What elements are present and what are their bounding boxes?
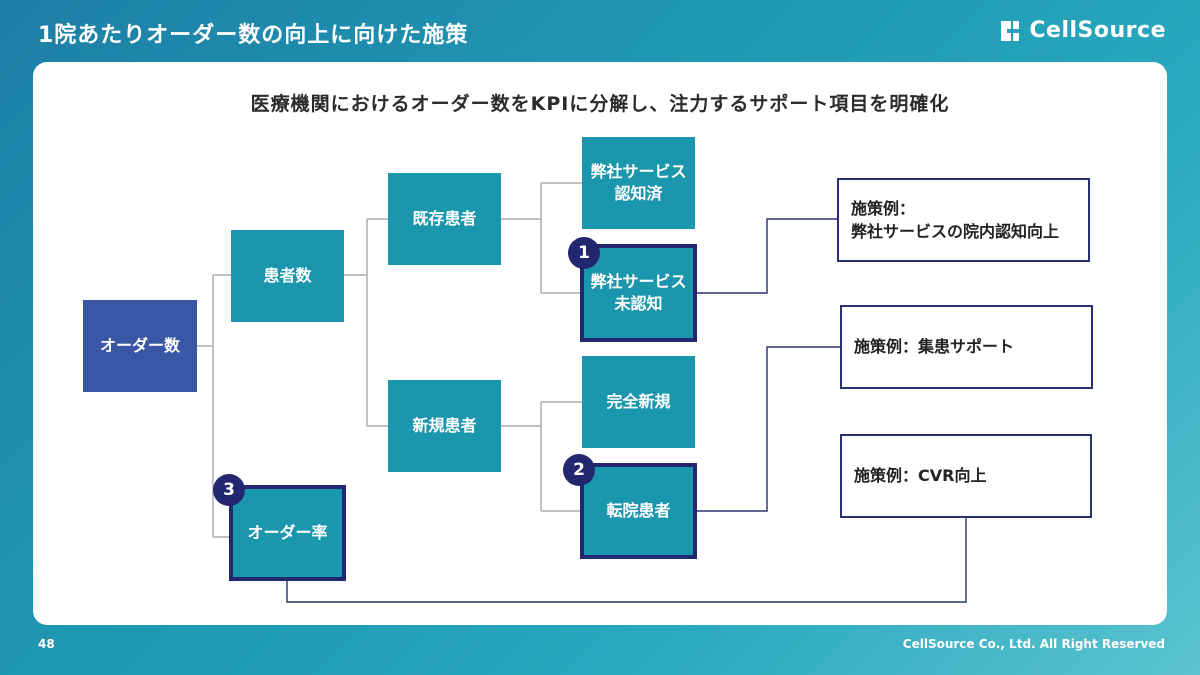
badge-3: 3 (213, 474, 245, 506)
brand-name: CellSource (1029, 18, 1166, 43)
node-new: 新規患者 (388, 380, 501, 472)
measure-1: 施策例： 弊社サービスの院内認知向上 (837, 178, 1090, 262)
node-unaware: 弊社サービス 未認知 (580, 244, 697, 342)
node-existing: 既存患者 (388, 173, 501, 265)
node-orders: オーダー数 (83, 300, 197, 392)
link-measure-2 (697, 346, 840, 512)
page-number: 48 (38, 637, 55, 651)
brand-logo: CellSource (997, 18, 1166, 43)
node-transfer: 転院患者 (580, 463, 697, 559)
page-title: 1院あたりオーダー数の向上に向けた施策 (38, 23, 469, 48)
measure-2: 施策例：集患サポート (840, 305, 1093, 389)
badge-1: 1 (568, 237, 600, 269)
badge-2: 2 (563, 454, 595, 486)
measure-3: 施策例：CVR向上 (840, 434, 1092, 518)
node-brand-new: 完全新規 (582, 356, 695, 448)
node-patients: 患者数 (231, 230, 344, 322)
node-order-rate: オーダー率 (229, 485, 346, 581)
link-measure-1 (697, 218, 837, 294)
node-aware: 弊社サービス 認知済 (582, 137, 695, 229)
cellsource-logo-icon (1001, 20, 1020, 41)
link-measure-3 (286, 517, 967, 603)
copyright-text: CellSource Co., Ltd. All Right Reserved (902, 637, 1165, 651)
measure-connectors (286, 218, 967, 603)
slide-subtitle: 医療機関におけるオーダー数をKPIに分解し、注力するサポート項目を明確化 (250, 93, 950, 115)
